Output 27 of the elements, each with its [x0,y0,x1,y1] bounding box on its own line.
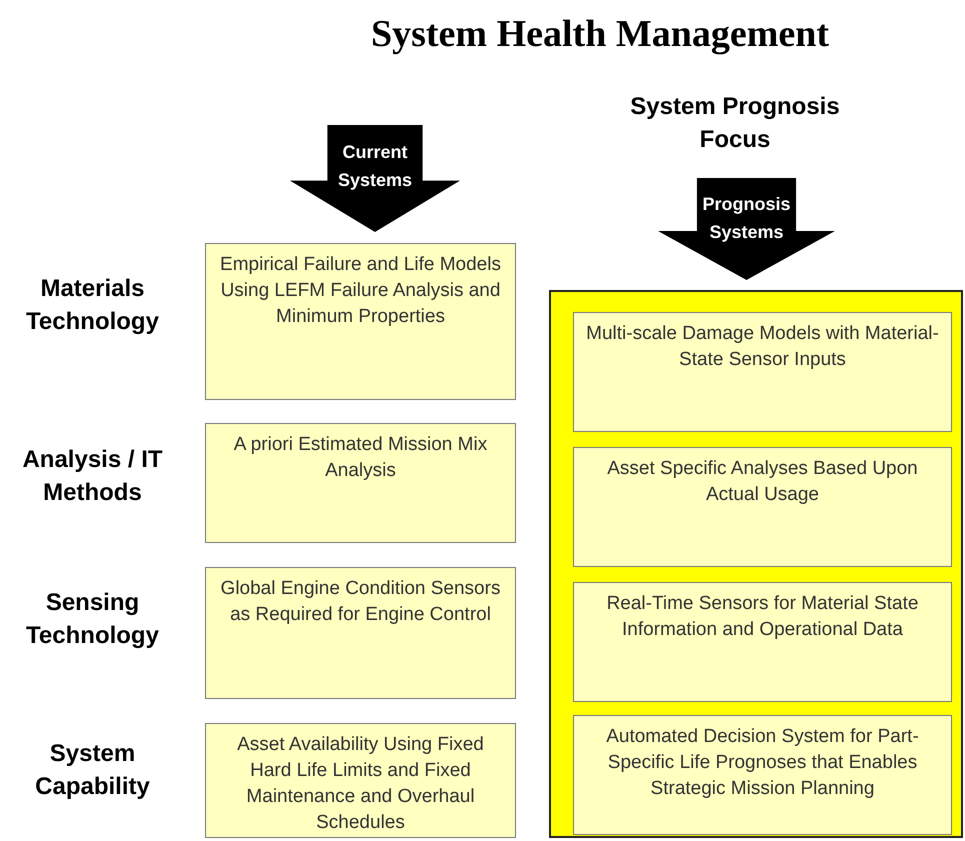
box-text: Global Engine Condition Sensors as Required for Engine Control [220,577,502,627]
row-heading: Analysis / IT Methods [21,445,164,508]
box-text: Asset Specific Analyses Based Upon Actual Usage [606,457,919,507]
box-text: Automated Decision System for Part-Specific Life Prognoses that Enables Strategic Mission Planning [605,725,920,801]
column-heading: System Prognosis Focus [629,92,841,155]
row-heading: Sensing Technology [25,588,160,651]
box-text: Asset Availability Using Fixed Hard Life Limits and Fixed Maintenance and Overhaul Schedules [236,733,485,835]
box-text: Real-Time Sensors for Material State Information and Operational Data [606,592,920,642]
text-box [573,312,952,432]
text-box [573,715,952,835]
text-box [205,567,516,699]
text-box [205,423,516,543]
title: System Health Management [370,12,830,57]
text-box [573,582,952,702]
row-heading: Materials Technology [25,274,160,337]
down-arrow [658,178,835,280]
row-heading: System Capability [34,739,151,802]
box-text: Multi-scale Damage Models with Material-State Sensor Inputs [586,322,939,372]
text-box [205,723,516,838]
down-arrow [290,125,460,232]
box-text: A priori Estimated Mission Mix Analysis [232,433,488,483]
text-box [573,447,952,567]
text-box [205,243,516,400]
box-text: Empirical Failure and Life Models Using LEFM Failure Analysis and Minimum Properties [219,253,502,329]
arrow-label: Prognosis Systems [701,193,792,244]
arrow-label: Current Systems [336,140,414,192]
highlight-panel [549,290,963,838]
